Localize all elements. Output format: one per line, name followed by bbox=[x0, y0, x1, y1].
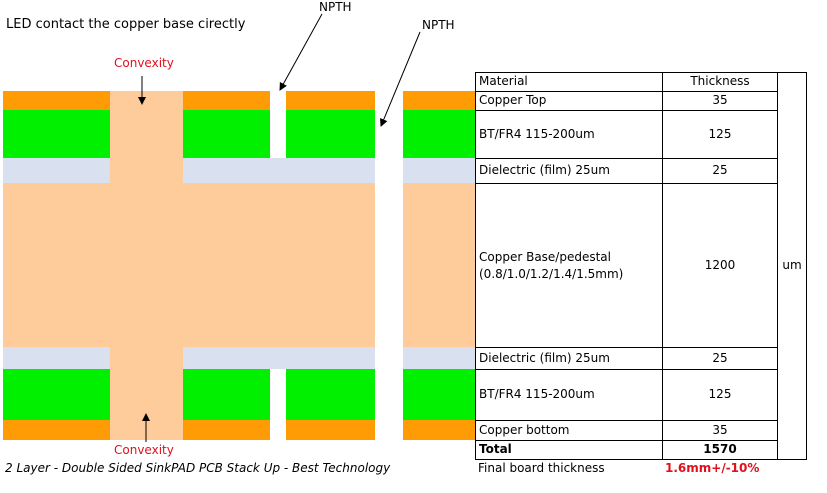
final-thickness-label: Final board thickness bbox=[478, 461, 605, 475]
npth-label-1: NPTH bbox=[319, 0, 352, 14]
thickness-cell: 125 bbox=[662, 369, 778, 421]
material-cell: BT/FR4 115-200um bbox=[475, 110, 663, 159]
thickness-cell: 35 bbox=[662, 420, 778, 441]
fr4-top bbox=[183, 110, 270, 158]
thickness-cell: 35 bbox=[662, 91, 778, 111]
fr4-top bbox=[286, 110, 375, 158]
dielectric-top bbox=[403, 158, 475, 183]
fr4-top bbox=[3, 110, 110, 158]
dielectric-top bbox=[183, 158, 375, 183]
fr4-bottom bbox=[403, 369, 475, 420]
unit-cell: um bbox=[777, 72, 807, 460]
fr4-top bbox=[403, 110, 475, 158]
fr4-bottom bbox=[286, 369, 375, 420]
header-material: Material bbox=[475, 72, 663, 92]
copper-top bbox=[3, 91, 110, 110]
copper-base-left bbox=[3, 183, 375, 347]
material-cell: Dielectric (film) 25um bbox=[475, 347, 663, 370]
npth-arrow-1 bbox=[279, 13, 323, 91]
thickness-cell: 1200 bbox=[662, 183, 778, 348]
total-value: 1570 bbox=[662, 440, 778, 460]
thickness-cell: 125 bbox=[662, 110, 778, 159]
npth-label-2: NPTH bbox=[422, 18, 455, 32]
copper-top bbox=[183, 91, 270, 110]
convexity-label-bottom: Convexity bbox=[114, 443, 174, 457]
thickness-cell: 25 bbox=[662, 347, 778, 370]
copper-bottom bbox=[183, 420, 270, 440]
dielectric-bottom bbox=[183, 347, 375, 369]
bottom-layers bbox=[3, 347, 475, 440]
material-cell: Copper bottom bbox=[475, 420, 663, 441]
copper-base-right bbox=[403, 183, 475, 347]
diagram-title: LED contact the copper base cirectly bbox=[6, 17, 246, 32]
convexity-label-top: Convexity bbox=[114, 56, 174, 70]
copper-bottom bbox=[286, 420, 375, 440]
copper-base-layer bbox=[3, 91, 475, 440]
material-cell: Dielectric (film) 25um bbox=[475, 158, 663, 184]
dielectric-bottom bbox=[403, 347, 475, 369]
material-cell: Copper Top bbox=[475, 91, 663, 111]
top-layers bbox=[3, 91, 475, 183]
material-cell: BT/FR4 115-200um bbox=[475, 369, 663, 421]
copper-bottom bbox=[3, 420, 110, 440]
final-thickness-value: 1.6mm+/-10% bbox=[665, 461, 760, 475]
caption: 2 Layer - Double Sided SinkPAD PCB Stack… bbox=[5, 461, 391, 475]
copper-bottom bbox=[403, 420, 475, 440]
fr4-bottom bbox=[183, 369, 270, 420]
copper-top bbox=[403, 91, 475, 110]
copper-top bbox=[286, 91, 375, 110]
convexity-pedestal bbox=[110, 91, 183, 440]
material-cell: Copper Base/pedestal (0.8/1.0/1.2/1.4/1.… bbox=[475, 183, 663, 348]
dielectric-bottom bbox=[3, 347, 110, 369]
total-label: Total bbox=[475, 440, 663, 460]
thickness-cell: 25 bbox=[662, 158, 778, 184]
header-thickness: Thickness bbox=[662, 72, 778, 92]
fr4-bottom bbox=[3, 369, 110, 420]
npth-arrow-2 bbox=[379, 31, 421, 127]
dielectric-top bbox=[3, 158, 110, 183]
